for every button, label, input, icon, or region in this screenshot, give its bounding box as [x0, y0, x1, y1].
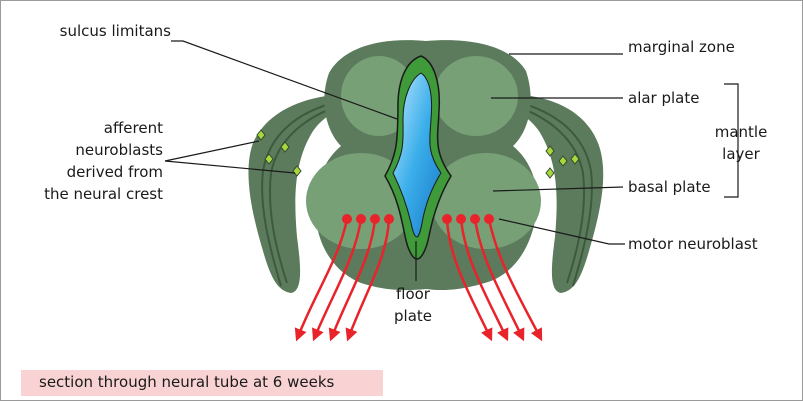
caption: section through neural tube at 6 weeks — [39, 373, 334, 391]
label-plate: plate — [394, 307, 432, 325]
right-alar-mass — [434, 56, 518, 136]
label-afferent-4: the neural crest — [44, 185, 163, 203]
label-afferent-3: derived from — [67, 163, 163, 181]
label-motor-neuroblast: motor neuroblast — [628, 235, 758, 253]
label-basal-plate: basal plate — [628, 178, 711, 196]
label-afferent-2: neuroblasts — [75, 141, 163, 159]
label-sulcus-limitans: sulcus limitans — [60, 22, 172, 40]
label-layer: layer — [722, 145, 760, 163]
label-afferent-1: afferent — [104, 119, 163, 137]
label-mantle: mantle — [715, 123, 768, 141]
label-alar-plate: alar plate — [628, 89, 699, 107]
label-floor: floor — [396, 285, 431, 303]
label-marginal-zone: marginal zone — [628, 38, 735, 56]
